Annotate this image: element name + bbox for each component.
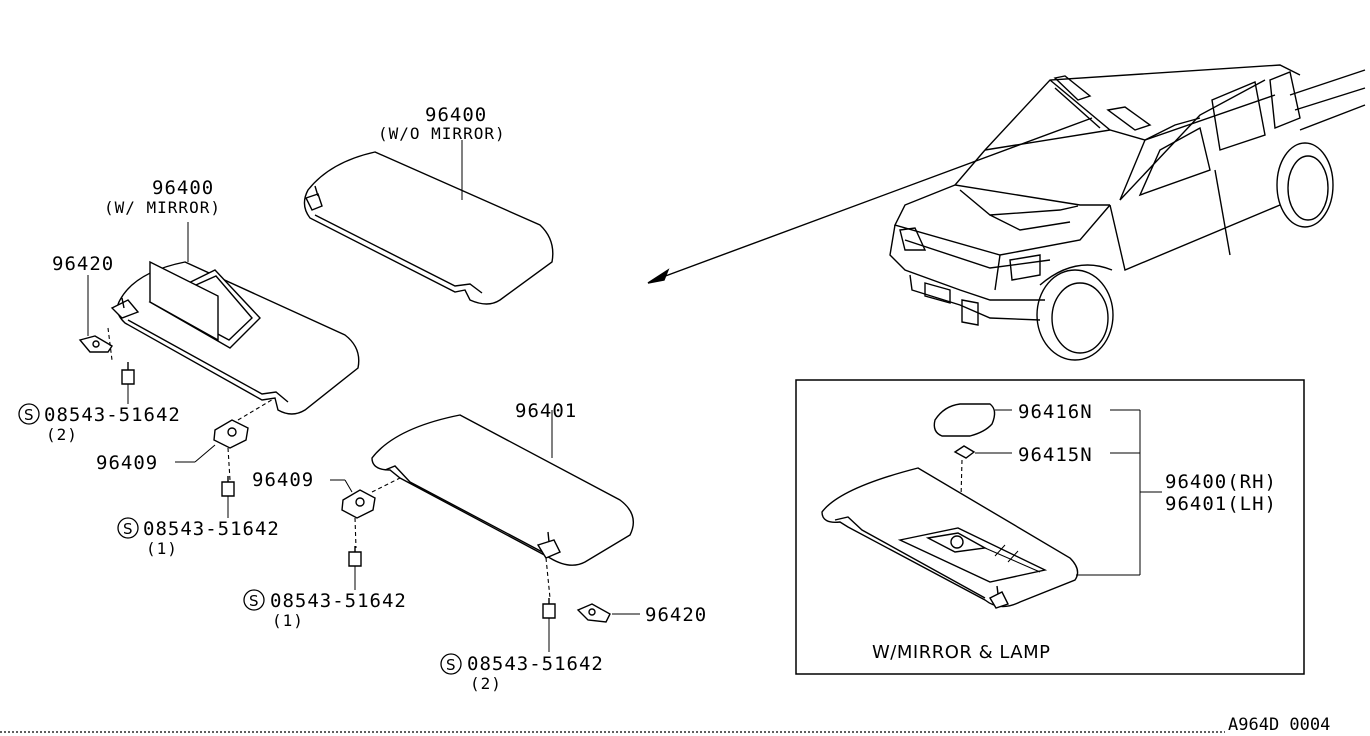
visor-holder-left [78, 275, 113, 361]
bolt-2 [221, 476, 235, 518]
label-bulb-part: 96415N [1018, 444, 1093, 466]
label-bolt-2-part: 08543-51642 [143, 518, 280, 540]
svg-text:S: S [249, 592, 259, 610]
lamp-bulb [953, 445, 976, 459]
label-visor-no-mirror-note: (W/O MIRROR) [378, 124, 506, 143]
standard-part-mark-4: S [440, 653, 462, 675]
standard-part-mark-2: S [117, 517, 139, 539]
label-holder-right-part: 96420 [645, 604, 707, 626]
label-bracket-right-part: 96409 [252, 469, 314, 491]
drawing-code: A964D 0004 [1228, 715, 1330, 735]
label-assembly-lh: 96401(LH) [1165, 493, 1277, 515]
label-bolt-1-qty: (2) [46, 425, 78, 444]
bolt-3 [348, 546, 362, 590]
sun-visor-with-mirror [110, 222, 360, 415]
visor-holder-right [576, 603, 640, 623]
inset-caption: W/MIRROR & LAMP [872, 642, 1051, 663]
label-holder-left-part: 96420 [52, 253, 114, 275]
inset-mirror-lamp: 96416N 96415N 96400(RH) 96401(LH) W/MIRR… [795, 379, 1305, 675]
svg-text:S: S [446, 656, 456, 674]
standard-part-mark-1: S [18, 403, 40, 425]
label-bolt-3-qty: (1) [272, 611, 304, 630]
label-bolt-3-part: 08543-51642 [270, 590, 407, 612]
svg-text:S: S [123, 520, 133, 538]
visor-bracket-right [330, 477, 401, 549]
label-assembly-rh: 96400(RH) [1165, 471, 1277, 493]
sun-visor-lh [371, 410, 634, 599]
vehicle-illustration [647, 64, 1366, 361]
bolt-1 [121, 362, 135, 404]
label-bracket-left-part: 96409 [96, 452, 158, 474]
label-bolt-4-qty: (2) [470, 674, 502, 693]
sun-visor-without-mirror [303, 140, 554, 305]
label-bolt-4-part: 08543-51642 [467, 653, 604, 675]
bolt-4 [542, 598, 556, 652]
label-bolt-1-part: 08543-51642 [44, 404, 181, 426]
visor-bracket-left [175, 397, 276, 481]
label-lens-part: 96416N [1018, 401, 1093, 423]
label-visor-mirror-part: 96400 [152, 177, 214, 199]
label-visor-lh-part: 96401 [515, 400, 577, 422]
label-visor-mirror-note: (W/ MIRROR) [104, 198, 221, 217]
label-bolt-2-qty: (1) [146, 539, 178, 558]
label-visor-no-mirror-part: 96400 [425, 104, 487, 126]
standard-part-mark-3: S [243, 589, 265, 611]
lamp-lens [933, 403, 996, 437]
svg-text:S: S [24, 406, 34, 424]
